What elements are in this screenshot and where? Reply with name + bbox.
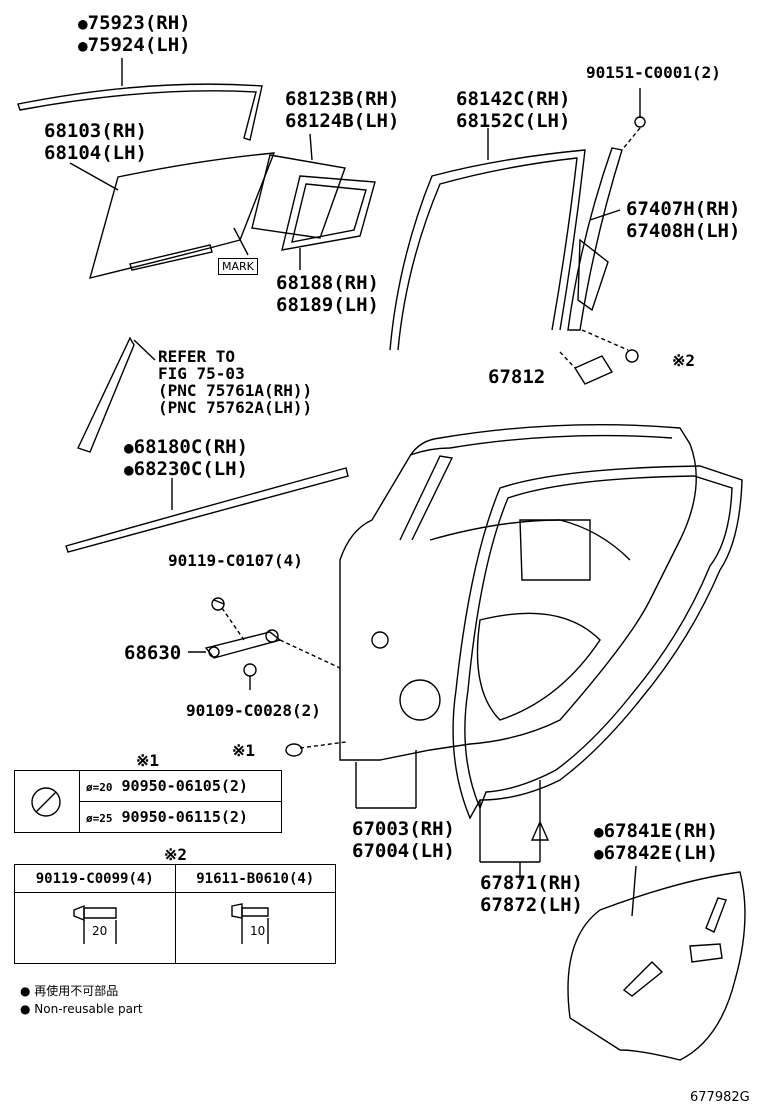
dim-20: 20 [92,924,108,938]
refer-line-2: FIG 75-03 [158,364,245,383]
figure-id: 677982G [690,1090,750,1105]
pad-67812 [559,329,639,385]
refer-line-3: (PNC 75761A(RH)) [158,381,313,400]
label-67872: 67872(LH) [480,894,583,916]
label-90109: 90109-C0028(2) [186,701,321,720]
division-bar-67407 [567,88,646,331]
label-68103: 68103(RH) [44,120,147,142]
note1-ref: ※1 [232,741,256,760]
outer-molding-75923 [17,58,263,141]
quarter-molding [77,336,156,453]
refer-line-1: REFER TO [158,347,236,366]
weatherstrip-67871 [452,465,743,880]
quarter-glass-68123 [251,133,376,270]
label-75923: 75923(RH) [78,12,191,35]
label-68124: 68124B(LH) [285,110,400,132]
table1-row-2: ø=25 90950-06115(2) [79,801,282,833]
table2: 90119-C0099(4) 91611-B0610(4) [14,864,336,964]
mark-label: MARK [218,258,258,275]
door-check-68630 [188,597,341,690]
label-68189: 68189(LH) [276,294,379,316]
service-cover-67841 [567,865,746,1061]
label-68104: 68104(LH) [44,142,147,164]
note2-ref: ※2 [672,351,696,370]
table2-col1: 90119-C0099(4) [14,864,176,893]
label-67841: 67841E(RH) [594,820,718,843]
refer-line-4: (PNC 75762A(LH)) [158,398,313,417]
table1: ø=20 90950-06105(2) ø=25 90950-06115(2) [14,770,282,833]
table2-col2: 91611-B0610(4) [174,864,336,893]
label-68630: 68630 [124,642,182,664]
label-68142: 68142C(RH) [456,88,571,110]
label-75924: 75924(LH) [78,34,191,57]
dim-10: 10 [250,924,266,938]
label-68188: 68188(RH) [276,272,379,294]
door-panel-67003 [285,423,697,809]
table1-row-1: ø=20 90950-06105(2) [79,770,282,802]
legend-jp: ● 再使用不可部品 [20,984,119,998]
table1-title: ※1 [136,751,160,770]
label-90151: 90151-C0001(2) [586,63,721,82]
run-channel-68142 [389,128,586,351]
label-68230: 68230C(LH) [124,458,248,481]
label-68123: 68123B(RH) [285,88,400,110]
belt-molding-68180 [65,467,349,553]
label-67842: 67842E(LH) [594,842,718,865]
legend-en: ● Non-reusable part [20,1002,143,1016]
table2-title: ※2 [164,845,188,864]
label-67871: 67871(RH) [480,872,583,894]
door-glass-68103 [69,152,276,279]
label-68152: 68152C(LH) [456,110,571,132]
label-67003: 67003(RH) [352,818,455,840]
label-90119: 90119-C0107(4) [168,551,303,570]
label-67004: 67004(LH) [352,840,455,862]
label-67408: 67408H(LH) [626,220,741,242]
label-68180: 68180C(RH) [124,436,248,459]
label-67812: 67812 [488,366,546,388]
label-67407: 67407H(RH) [626,198,741,220]
